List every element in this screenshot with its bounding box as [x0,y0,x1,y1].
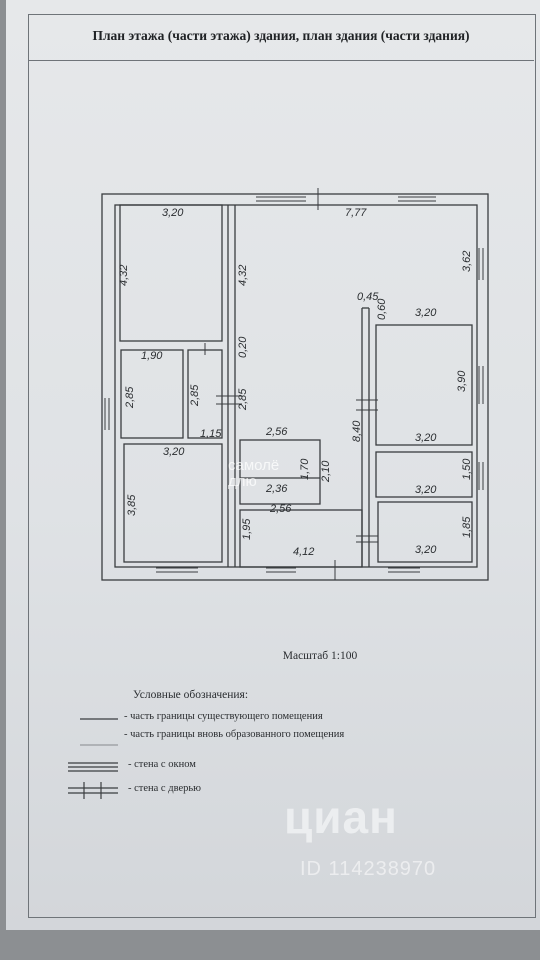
dim-label: 3,85 [126,494,138,516]
dim-label: 1,95 [241,518,253,540]
dim-label: 3,20 [163,446,185,458]
dim-label: 7,77 [345,207,367,219]
dim-label: 1,70 [299,458,311,480]
room-right-middle [375,451,473,498]
room-right-upper [375,324,473,446]
outer-wall-inner-edge [114,204,478,568]
dim-label: 3,20 [415,307,437,319]
legend-existing-boundary: - часть границы существующего помещения [124,711,323,722]
dim-label: 4,32 [118,265,130,286]
dim-label: 2,10 [320,460,332,483]
dim-label: 8,40 [351,420,363,442]
header-divider [28,60,534,61]
room-bottom-center [239,509,363,568]
watermark-cian-logo: циан [284,791,398,843]
legend-symbols [68,718,118,799]
dim-label: 2,85 [189,384,201,407]
dim-label: 2,85 [124,386,136,409]
dim-label: 1,90 [141,350,163,362]
room-bathroom [239,439,321,505]
dim-label: 3,20 [415,484,437,496]
dim-label: 3,20 [415,544,437,556]
dim-label: 1,85 [461,516,473,538]
document-sheet [6,0,540,930]
dim-label: 2,85 [237,388,249,411]
legend-wall-door: - стена с дверью [128,783,202,794]
document-frame [28,14,536,918]
room-bottom-left [123,443,223,563]
dim-label: 4,12 [293,546,314,558]
room-mid-left-a [120,349,184,439]
dim-label: 0,20 [237,336,249,358]
dim-label: 3,20 [162,207,184,219]
dim-label: 0,45 [357,291,379,303]
dim-label: 2,56 [269,503,292,515]
dim-label: 2,36 [265,483,288,495]
dim-label: 0,60 [376,298,388,320]
dim-label: 1,50 [461,458,473,480]
scale-label: Масштаб 1:100 [282,650,358,662]
legend-wall-window: - стена с окном [128,759,196,770]
dim-label: 3,20 [415,432,437,444]
dim-label: 2,56 [265,426,288,438]
legend-title: Условные обозначения: [133,689,249,701]
dim-label: 4,32 [237,265,249,286]
dim-label: 3,90 [456,370,468,392]
watermark-listing-id: ID 114238970 [300,858,437,880]
outer-wall-outer-edge [101,193,489,581]
dim-label: 1,15 [200,428,222,440]
room-right-lower [377,501,473,563]
page-title: План этажа (части этажа) здания, план зд… [92,28,470,43]
room-top-left [119,204,223,342]
watermark-samolet: самолё длю [228,457,280,490]
dim-label: 3,62 [461,251,473,272]
legend-new-boundary: - часть границы вновь образованного поме… [124,729,345,740]
